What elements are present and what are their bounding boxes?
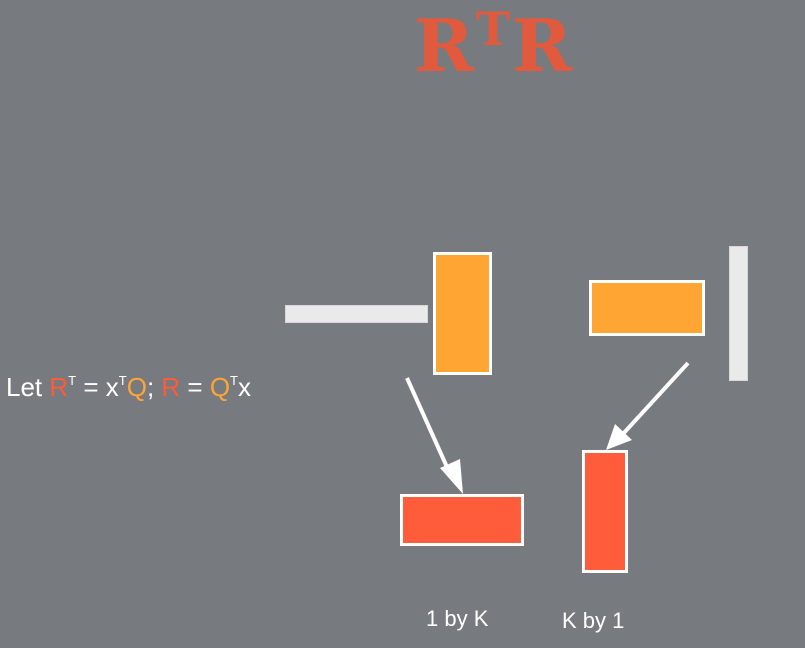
- arrow-left: [405, 377, 463, 494]
- eq-r1: R: [49, 372, 69, 402]
- label-k-by-1: K by 1: [562, 608, 625, 633]
- title-r-right: R: [512, 3, 572, 88]
- eq-part1: = x: [76, 372, 119, 402]
- eq-let: Let: [6, 372, 50, 402]
- eq-q2: Q: [209, 372, 231, 402]
- eq-sup-t3: T: [230, 373, 238, 388]
- result-1-by-k: [400, 494, 524, 546]
- eq-x: x: [238, 372, 251, 402]
- matrix-q-tall: [433, 252, 492, 375]
- eq-r2: R: [161, 372, 181, 402]
- label-1-by-k: 1 by K: [426, 606, 489, 631]
- eq-sep: ;: [146, 372, 162, 402]
- arrow-right: [606, 361, 690, 450]
- matrix-qt-wide: [589, 280, 705, 336]
- eq-sup-t1: T: [68, 373, 77, 388]
- title-superscript-t: T: [475, 2, 511, 56]
- title-r-left: R: [414, 3, 474, 88]
- equation-text: Let RT = xTQ; R = QTx: [6, 372, 251, 403]
- row-vector-xt: [285, 305, 428, 323]
- eq-q1: Q: [126, 372, 147, 402]
- title-rtr: RTR: [414, 6, 572, 82]
- result-k-by-1: [582, 450, 628, 573]
- eq-part2: =: [180, 372, 210, 402]
- eq-sup-t2: T: [118, 373, 127, 388]
- column-vector-x: [729, 246, 748, 381]
